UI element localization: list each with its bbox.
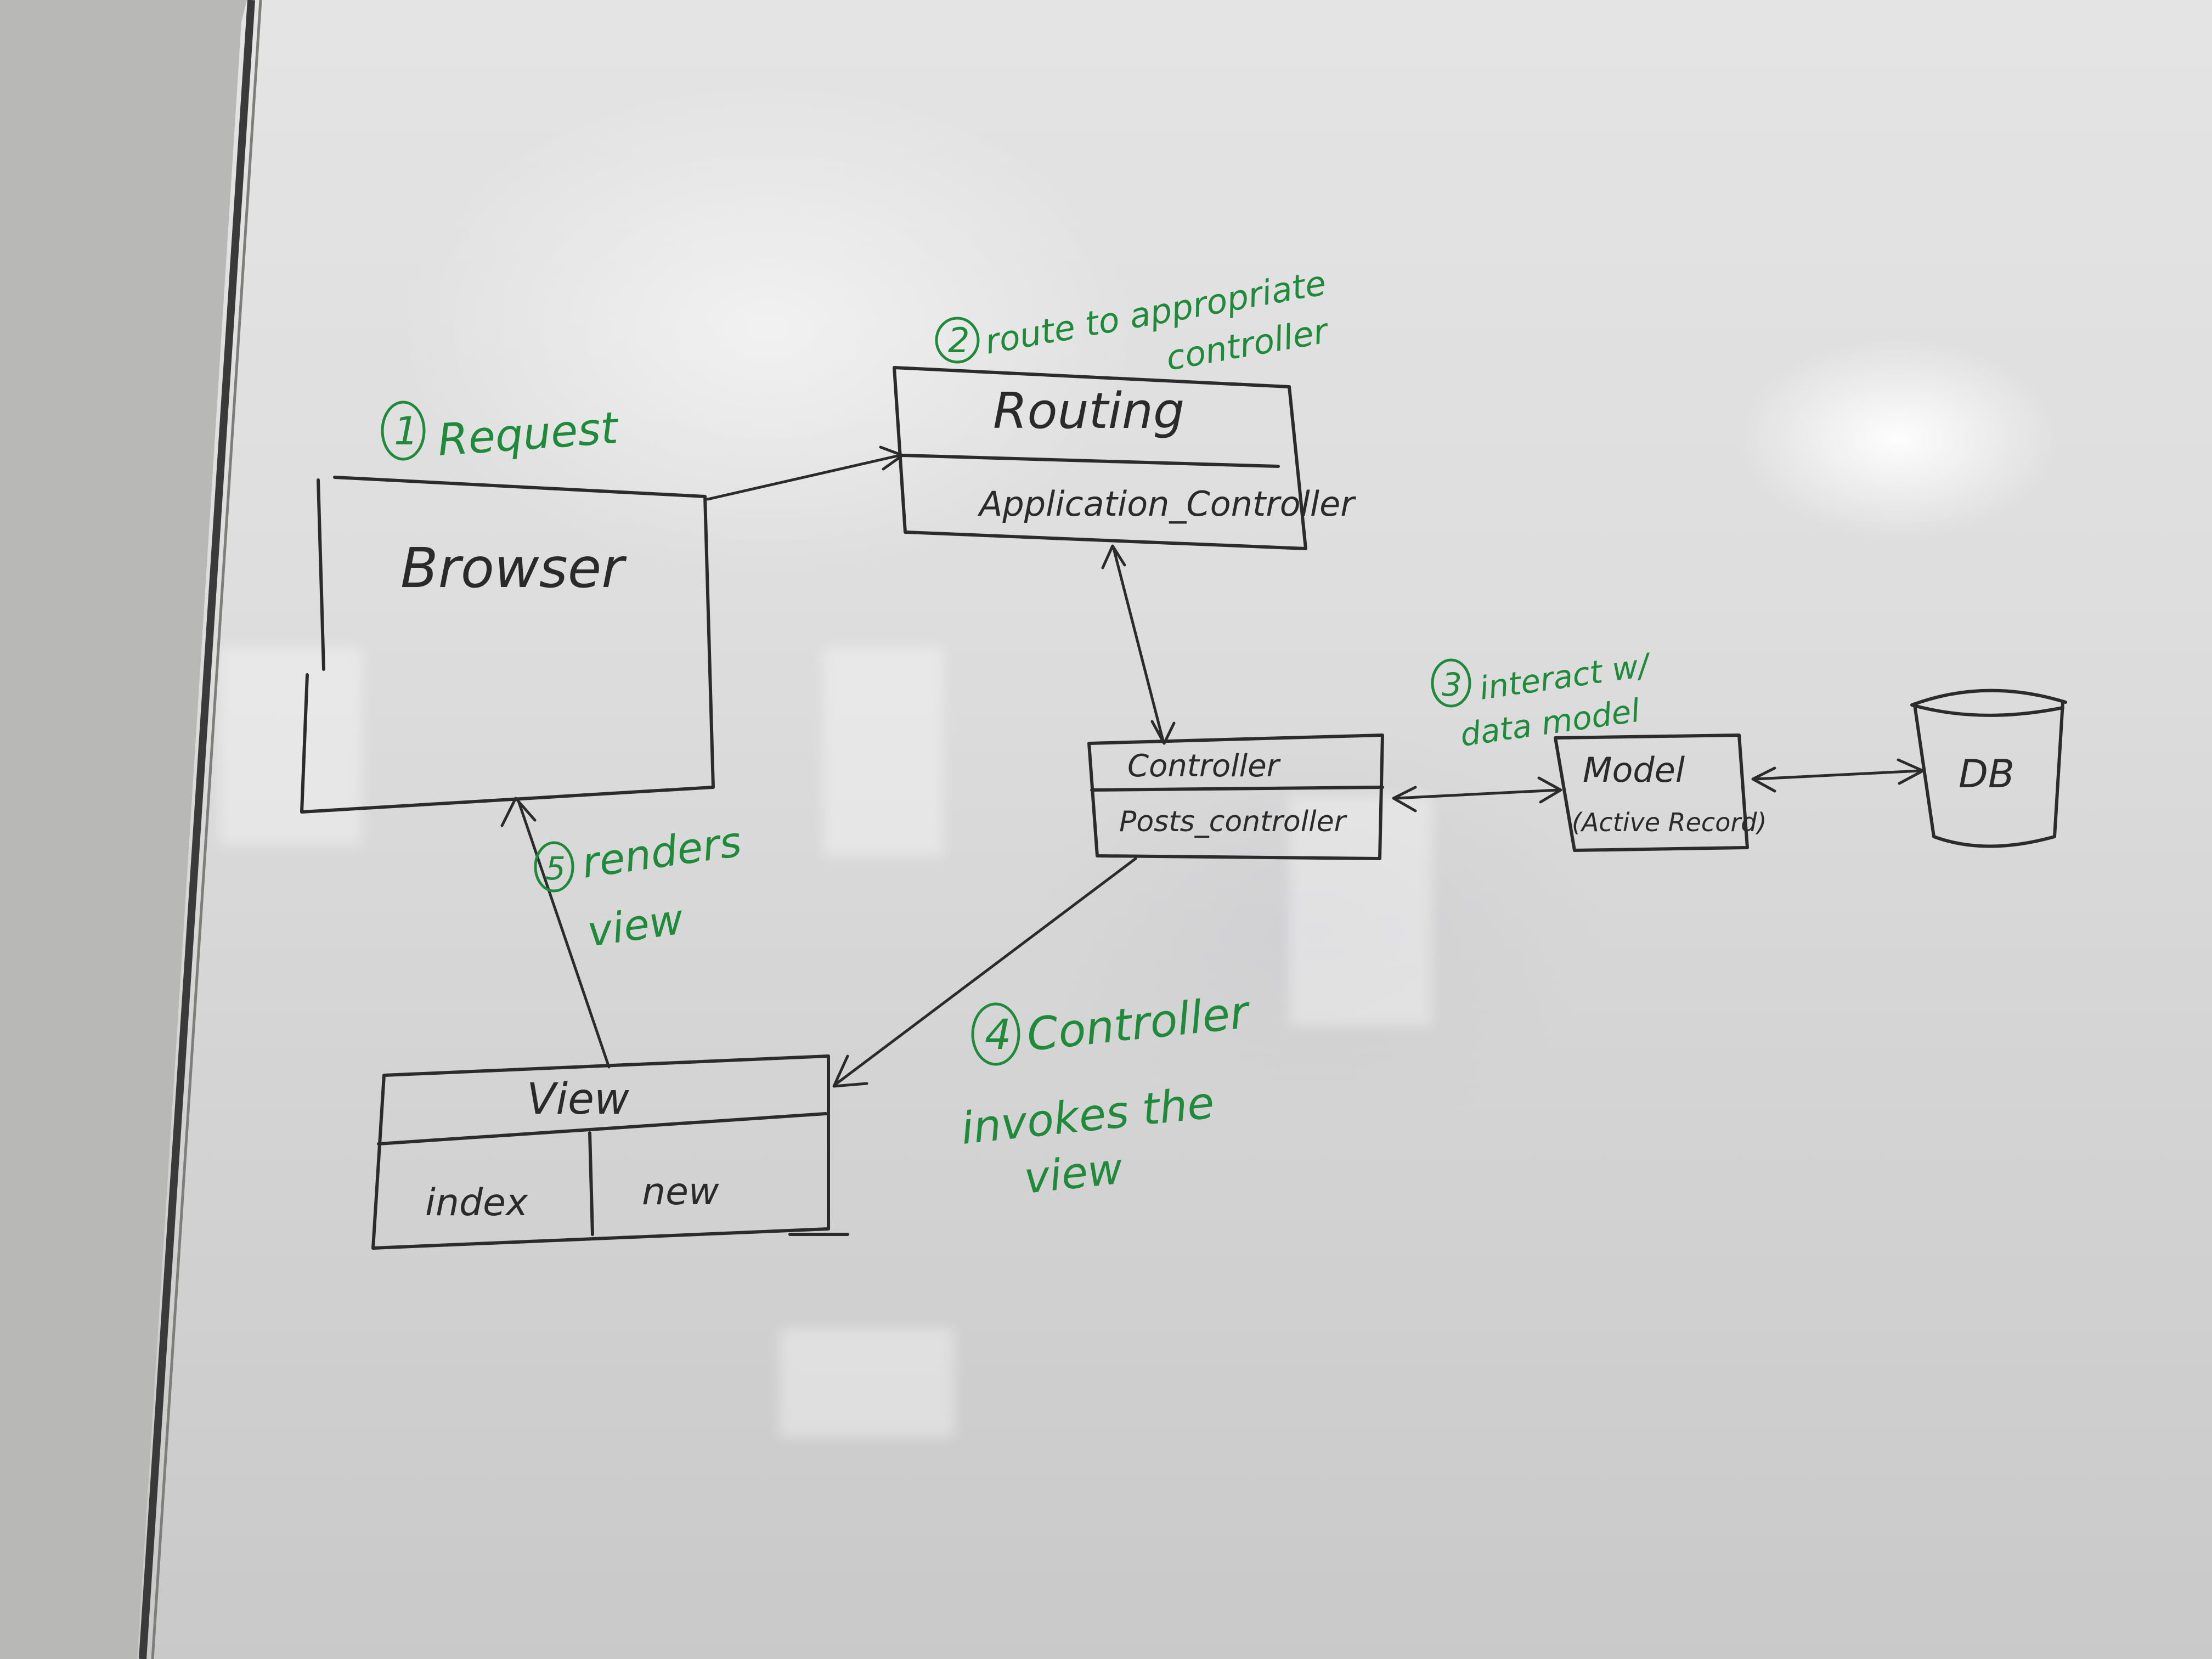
step-2-number: 2 (948, 320, 969, 360)
step-4-text-line-1: Controller (1024, 986, 1253, 1062)
step-2-number-ring (935, 317, 980, 364)
window-reflection (219, 647, 362, 845)
step-1-number: 1 (394, 409, 419, 454)
browser-label: Browser (400, 536, 627, 600)
step-4-text-line-2: invokes the (958, 1077, 1216, 1154)
window-reflection (779, 1328, 955, 1437)
view-label: View (527, 1075, 629, 1124)
db-node: DB (1910, 689, 2067, 848)
routing-sub-label: Application_Controller (977, 484, 1356, 524)
view-divider (377, 1112, 827, 1146)
step-3-number-ring (1431, 658, 1471, 708)
step-5-text-line-2: view (584, 894, 687, 956)
step-4-annotation: 4 Controller invokes the view (958, 986, 1253, 1204)
routing-node: Routing Application_Controller (893, 366, 1356, 550)
step-5-annotation: 5 renders view (534, 817, 744, 956)
view-cell-divider (588, 1131, 594, 1236)
step-1-number-ring (381, 400, 426, 461)
step-4-text-line-3: view (1022, 1144, 1125, 1204)
step-5-number-ring (534, 841, 574, 893)
step-2-annotation: 2 route to appropriate controller (935, 263, 1333, 379)
controller-box (1087, 733, 1384, 860)
arrow-routing-controller (1101, 544, 1176, 745)
browser-box (300, 476, 715, 814)
arrows (500, 445, 1925, 1088)
model-box (1554, 733, 1749, 852)
db-cylinder (1910, 689, 2067, 848)
step-4-number: 4 (985, 1010, 1011, 1059)
controller-node: Controller Posts_controller (1087, 733, 1384, 860)
arrow-controller-model (1392, 776, 1562, 812)
routing-label: Routing (993, 382, 1184, 440)
step-5-number: 5 (545, 850, 566, 887)
window-reflection (1289, 795, 1432, 1026)
browser-node: Browser (300, 476, 715, 814)
view-box (371, 1054, 849, 1250)
db-label: DB (1959, 752, 2015, 797)
model-label: Model (1583, 750, 1685, 790)
routing-box (893, 366, 1307, 550)
view-cell-new: new (642, 1170, 719, 1214)
arrow-browser-to-routing (706, 445, 904, 501)
arrow-view-to-browser (500, 797, 611, 1069)
view-node: View index new (371, 1054, 849, 1250)
step-5-text-line-1: renders (579, 817, 744, 888)
routing-divider (901, 454, 1280, 468)
model-node: Model (Active Record) (1554, 733, 1767, 852)
model-sub-label: (Active Record) (1572, 808, 1767, 837)
step-3-number: 3 (1442, 666, 1462, 703)
arrow-controller-to-view (832, 857, 1137, 1088)
step-1-annotation: 1 Request (381, 400, 621, 466)
view-cell-index: index (425, 1181, 528, 1224)
controller-divider (1090, 786, 1384, 792)
controller-sub-label: Posts_controller (1119, 805, 1348, 838)
step-1-text: Request (436, 402, 621, 466)
step-4-number-ring (971, 1002, 1020, 1066)
controller-label: Controller (1127, 748, 1281, 784)
window-reflection (823, 647, 944, 856)
arrow-model-db (1751, 758, 1925, 793)
